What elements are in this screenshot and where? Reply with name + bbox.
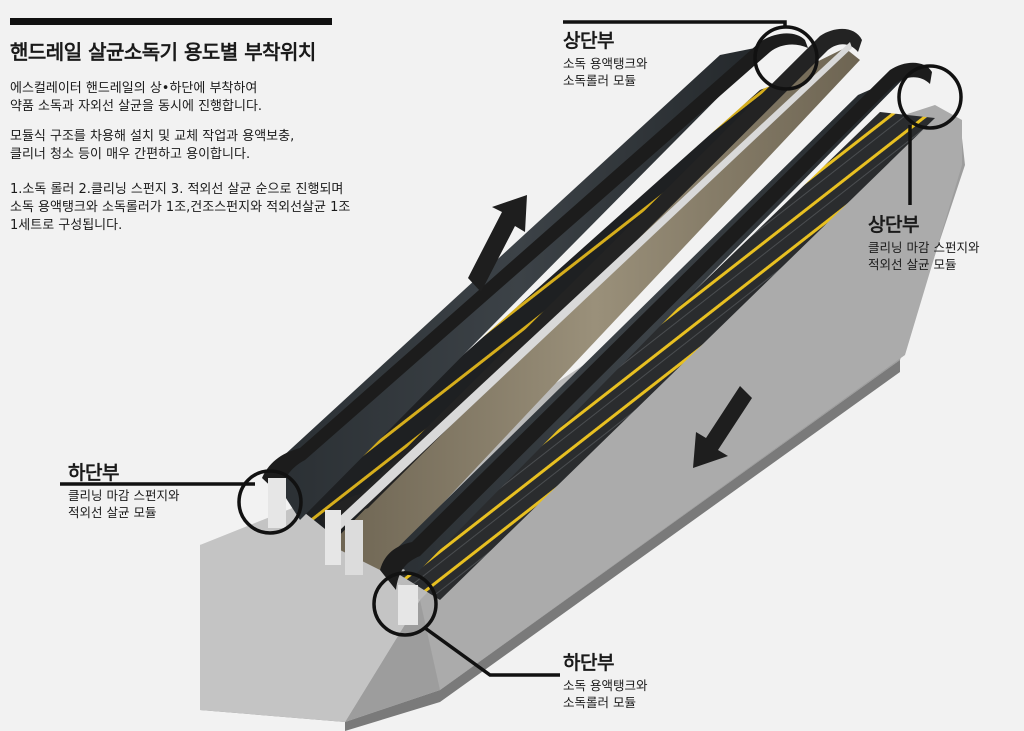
description-paragraph-2: 모듈식 구조를 차용해 설치 및 교체 작업과 용액보충, 클리너 청소 등이 … xyxy=(10,128,410,164)
callout-title: 하단부 xyxy=(563,652,614,674)
header-rule xyxy=(10,18,332,25)
description-line: 모듈식 구조를 차용해 설치 및 교체 작업과 용액보충, xyxy=(10,129,295,144)
description-line: 클리너 청소 등이 매우 간편하고 용이합니다. xyxy=(10,147,251,162)
up-arrow-icon xyxy=(468,195,527,292)
callout-lower-left-marker xyxy=(60,469,303,535)
description-paragraph-3: 1.소독 롤러 2.클리닝 스펀지 3. 적외선 살균 순으로 진행되며 소독 … xyxy=(10,181,410,235)
callout-upper-left: 상단부 소독 용액탱크와 소독롤러 모듈 xyxy=(563,30,647,89)
callout-line: 적외선 살균 모듈 xyxy=(68,505,157,520)
description-line: 1.소독 롤러 2.클리닝 스펀지 3. 적외선 살균 순으로 진행되며 xyxy=(10,182,344,197)
callout-upper-left-marker xyxy=(563,20,819,91)
callout-title: 상단부 xyxy=(868,214,919,236)
callout-line: 클리닝 마감 스펀지와 xyxy=(68,488,180,503)
page-title: 핸드레일 살균소독기 용도별 부착위치 xyxy=(10,40,316,64)
description-line: 약품 소독과 자외선 살균을 동시에 진행합니다. xyxy=(10,99,263,114)
callout-line: 소독 용액탱크와 xyxy=(563,56,648,71)
callout-lower-left: 하단부 클리닝 마감 스펀지와 적외선 살균 모듈 xyxy=(68,462,179,521)
description-line: 1세트로 구성됩니다. xyxy=(10,218,123,233)
description-line: 소독 용액탱크와 소독롤러가 1조,건조스펀지와 적외선살균 1조 xyxy=(10,200,351,215)
callout-line: 소독 용액탱크와 xyxy=(563,678,648,693)
description-paragraph-1: 에스컬레이터 핸드레일의 상•하단에 부착하여 약품 소독과 자외선 살균을 동… xyxy=(10,80,410,116)
callout-upper-right: 상단부 클리닝 마감 스펀지와 적외선 살균 모듈 xyxy=(868,214,979,273)
description-line: 에스컬레이터 핸드레일의 상•하단에 부착하여 xyxy=(10,81,258,96)
callout-line: 소독롤러 모듈 xyxy=(563,695,636,710)
callout-lower-right-marker xyxy=(372,571,560,677)
callout-line: 클리닝 마감 스펀지와 xyxy=(868,240,980,255)
callout-lower-right: 하단부 소독 용액탱크와 소독롤러 모듈 xyxy=(563,652,647,711)
callout-upper-right-marker xyxy=(897,64,963,205)
down-arrow-icon xyxy=(693,386,752,468)
callout-title: 하단부 xyxy=(68,462,119,484)
callout-line: 적외선 살균 모듈 xyxy=(868,257,957,272)
callout-line: 소독롤러 모듈 xyxy=(563,73,636,88)
callout-title: 상단부 xyxy=(563,30,614,52)
